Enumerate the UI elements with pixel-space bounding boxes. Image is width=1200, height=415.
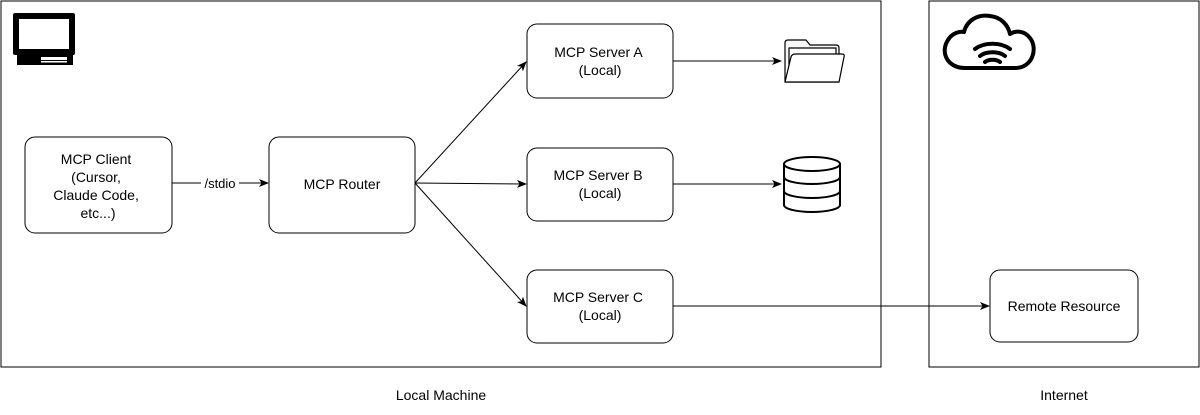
- mcp-client-line-3: Claude Code,: [53, 187, 139, 203]
- mcp-server-c-node: MCP Server C (Local): [526, 269, 674, 344]
- stdio-edge-label: /stdio: [204, 176, 235, 191]
- mcp-server-c-line-1: MCP Server C: [553, 289, 643, 305]
- svg-text:MCP Router: MCP Router: [304, 176, 381, 192]
- router-to-server-b-edge: [414, 179, 527, 188]
- mcp-server-c-line-2: (Local): [579, 307, 622, 323]
- internet-label: Internet: [1040, 387, 1088, 403]
- remote-resource-label: Remote Resource: [1008, 298, 1121, 314]
- cloud-wifi-icon: [942, 13, 1036, 70]
- computer-monitor-icon: [13, 13, 75, 65]
- remote-resource-node: Remote Resource: [989, 269, 1139, 343]
- mcp-server-a-line-2: (Local): [579, 62, 622, 78]
- mcp-server-b-line-1: MCP Server B: [553, 167, 642, 183]
- client-to-router-edge: /stdio: [172, 175, 269, 191]
- mcp-router-node: MCP Router: [268, 136, 416, 234]
- mcp-server-b-node: MCP Server B (Local): [526, 147, 674, 222]
- mcp-router-label: MCP Router: [304, 176, 381, 192]
- mcp-server-a-node: MCP Server A (Local): [526, 23, 674, 99]
- svg-text:Remote Resource: Remote Resource: [1008, 298, 1121, 314]
- svg-text:MCP Server B (Local): MCP Server B (Local): [553, 167, 646, 201]
- svg-text:MCP Server A (Local): MCP Server A (Local): [554, 44, 646, 78]
- database-icon: [783, 156, 841, 213]
- mcp-server-b-line-2: (Local): [579, 185, 622, 201]
- mcp-client-line-1: MCP Client: [61, 151, 132, 167]
- router-to-server-a-edge: [414, 61, 527, 184]
- router-to-server-c-edge: [414, 182, 527, 307]
- local-machine-label: Local Machine: [396, 387, 486, 403]
- svg-text:MCP Client (Cursor,: MCP Client (Cursor, Claude Code, etc...): [53, 151, 143, 221]
- folder-icon: [784, 39, 845, 83]
- svg-text:MCP Server C (Local): MCP Server C (Local): [553, 289, 647, 323]
- mcp-client-line-2: (Cursor,: [71, 169, 121, 185]
- mcp-server-a-line-1: MCP Server A: [554, 44, 643, 60]
- mcp-client-node: MCP Client (Cursor, Claude Code, etc...): [24, 136, 173, 234]
- mcp-client-line-4: etc...): [80, 205, 115, 221]
